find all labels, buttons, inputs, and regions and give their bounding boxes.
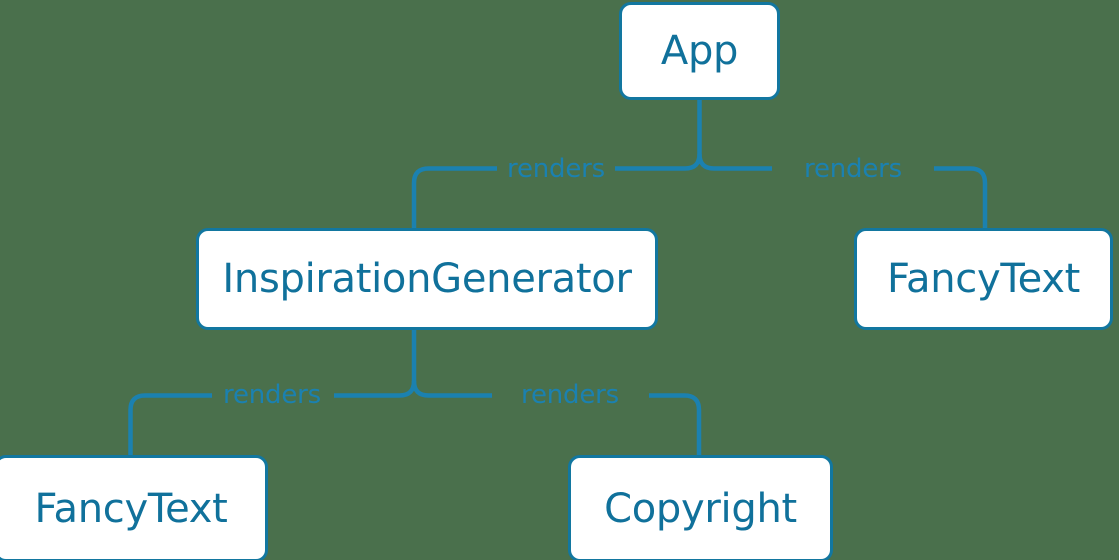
node-fancytext-left-label: FancyText (34, 485, 228, 532)
edge-inspiration-to-copyright (411, 380, 492, 398)
node-fancytext-right[interactable]: FancyText (854, 228, 1113, 330)
edge-inspiration-to-copyright-2 (649, 393, 702, 455)
node-inspiration-generator[interactable]: InspirationGenerator (196, 228, 658, 330)
node-app-label: App (660, 28, 739, 74)
node-fancytext-right-label: FancyText (886, 256, 1081, 302)
edge-app-to-fancytext (697, 153, 772, 171)
node-copyright-label: Copyright (604, 485, 797, 532)
node-fancytext-left[interactable]: FancyText (0, 455, 268, 560)
edge-label-app-to-inspiration-generator: renders (507, 154, 605, 184)
node-copyright[interactable]: Copyright (568, 455, 833, 560)
edge-label-app-to-fancytext: renders (804, 154, 902, 184)
edge-inspiration-to-fancytext (334, 380, 417, 398)
edge-app-to-fancytext-2 (934, 166, 988, 228)
node-inspiration-generator-label: InspirationGenerator (222, 256, 632, 302)
node-app[interactable]: App (619, 2, 780, 100)
edge-label-inspiration-generator-to-copyright: renders (521, 380, 619, 410)
edge-label-inspiration-generator-to-fancytext: renders (223, 380, 321, 410)
edge-app-to-inspiration-2 (411, 166, 497, 228)
edge-app-to-inspiration (615, 153, 702, 171)
edge-inspiration-to-fancytext-2 (128, 393, 212, 455)
